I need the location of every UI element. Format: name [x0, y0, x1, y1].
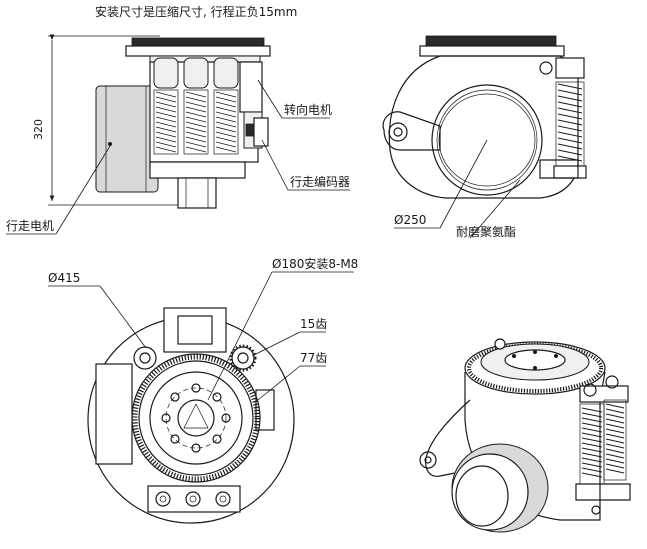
travel-motor-body [95, 85, 159, 193]
front-bearing-top [425, 35, 557, 47]
ring-teeth-label: 77齿 [300, 351, 327, 365]
travel-motor-label: 行走电机 [6, 219, 54, 233]
pinion-teeth-label: 15齿 [300, 317, 327, 331]
slewing-bearing-top [131, 37, 265, 47]
wheel-material-label: 耐磨聚氨酯 [456, 225, 516, 239]
side-view: 320 [6, 34, 350, 235]
ring-gear [131, 353, 261, 483]
steering-motor-label: 转向电机 [284, 102, 332, 117]
front-view: Ø250 耐磨聚氨酯 [382, 35, 587, 239]
steering-motor [239, 61, 263, 113]
wheel-diameter-label: Ø250 [394, 213, 426, 227]
header-note: 安装尺寸是压缩尺寸, 行程正负15mm [95, 4, 297, 19]
travel-encoder-label: 行走编码器 [290, 174, 350, 189]
top-view: Ø415 Ø180安装8-M8 15齿 77齿 [48, 256, 358, 524]
height-dimension-label: 320 [32, 119, 45, 140]
mounting-holes [161, 383, 231, 453]
suspension-springs [153, 57, 239, 155]
front-wheel-outer [431, 84, 543, 196]
mount-pcd-label: Ø180安装8-M8 [272, 256, 358, 271]
travel-encoder [253, 117, 269, 147]
isometric-view [419, 338, 631, 533]
outer-diameter-label: Ø415 [48, 271, 80, 285]
